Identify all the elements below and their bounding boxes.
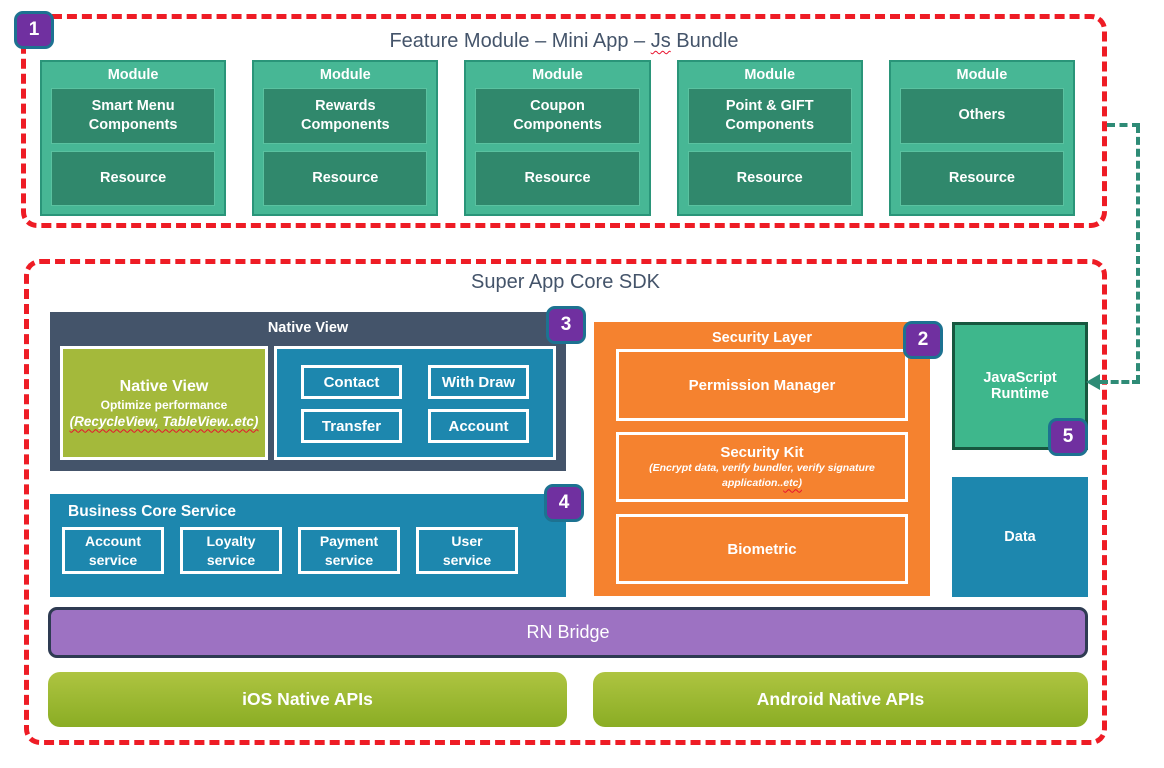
native-view-optimized-detail: (RecycleView, TableView..etc): [69, 413, 259, 429]
module-component-box: Others: [899, 88, 1065, 145]
badge-1: 1: [14, 11, 54, 49]
module-card-coupon: Module Coupon Components Resource: [464, 60, 651, 216]
module-cards-row: Module Smart Menu Components Resource Mo…: [40, 60, 1076, 216]
ios-native-apis-bar: iOS Native APIs: [48, 672, 567, 727]
module-component-box: Coupon Components: [475, 88, 640, 145]
module-header: Module: [532, 67, 583, 83]
permission-manager-box: Permission Manager: [616, 349, 908, 421]
module-card-point-gift: Module Point & GIFT Components Resource: [676, 60, 863, 216]
module-header: Module: [107, 67, 159, 83]
badge-5: 5: [1048, 418, 1088, 456]
feature-module-dashed-frame: [21, 14, 1107, 228]
service-box-loyalty: Loyalty service: [180, 527, 282, 574]
badge-4: 4: [544, 484, 584, 522]
module-component-box: Smart Menu Components: [51, 88, 216, 145]
action-box-contact: Contact: [301, 365, 402, 399]
module-resource-box: Resource: [687, 151, 852, 206]
service-box-payment: Payment service: [298, 527, 400, 574]
security-kit-subtitle-pre: (Encrypt data, verify bundler, verify si…: [649, 461, 875, 489]
connector-vertical-segment: [1136, 125, 1140, 383]
native-view-optimized-subtitle: Optimize performance: [100, 397, 228, 412]
module-header: Module: [956, 67, 1008, 83]
action-box-withdraw: With Draw: [428, 365, 529, 399]
native-view-optimized-title: Native View: [119, 377, 209, 395]
biometric-box: Biometric: [616, 514, 908, 584]
module-resource-box: Resource: [263, 151, 428, 206]
native-view-header: Native View: [267, 320, 349, 336]
native-view-panel: Native View Native View Optimize perform…: [50, 312, 566, 471]
action-box-transfer: Transfer: [301, 409, 402, 443]
connector-top-segment: [1107, 123, 1140, 127]
security-kit-box: Security Kit (Encrypt data, verify bundl…: [616, 432, 908, 502]
module-component-box: Rewards Components: [263, 88, 428, 145]
core-sdk-dashed-frame: [24, 259, 1107, 745]
connector-arrowhead-icon: [1086, 374, 1100, 390]
security-kit-subtitle: (Encrypt data, verify bundler, verify si…: [630, 461, 894, 490]
rn-bridge-bar: RN Bridge: [48, 607, 1088, 658]
module-card-smart-menu: Module Smart Menu Components Resource: [40, 60, 227, 216]
feature-title-post: Bundle: [670, 30, 739, 52]
native-view-optimized-box: Native View Optimize performance (Recycl…: [60, 346, 268, 460]
service-box-account: Account service: [62, 527, 164, 574]
native-actions-box: Contact With Draw Transfer Account: [274, 346, 556, 460]
feature-module-title: Feature Module – Mini App – Js Bundle: [21, 30, 1107, 53]
module-resource-box: Resource: [475, 151, 640, 206]
feature-title-js: Js: [650, 30, 671, 52]
security-layer-panel: Security Layer Permission Manager Securi…: [594, 322, 930, 596]
business-core-service-panel: Business Core Service Account service Lo…: [50, 494, 566, 597]
module-header: Module: [319, 67, 371, 83]
connector-bottom-segment: [1100, 380, 1140, 384]
module-resource-box: Resource: [51, 151, 216, 206]
badge-2: 2: [903, 321, 943, 359]
action-box-account: Account: [428, 409, 529, 443]
data-box: Data: [952, 477, 1088, 597]
module-card-rewards: Module Rewards Components Resource: [252, 60, 439, 216]
service-boxes-row: Account service Loyalty service Payment …: [62, 527, 518, 574]
module-card-others: Module Others Resource: [888, 60, 1076, 216]
feature-title-pre: Feature Module – Mini App –: [389, 30, 651, 52]
service-box-user: User service: [416, 527, 518, 574]
security-kit-title: Security Kit: [720, 443, 804, 461]
business-core-service-title: Business Core Service: [68, 503, 237, 520]
module-resource-box: Resource: [899, 151, 1065, 206]
android-native-apis-bar: Android Native APIs: [593, 672, 1088, 727]
badge-3: 3: [546, 306, 586, 344]
core-sdk-title: Super App Core SDK: [471, 271, 660, 293]
module-header: Module: [744, 67, 796, 83]
security-layer-title: Security Layer: [712, 330, 812, 346]
security-kit-subtitle-etc: etc): [783, 476, 802, 489]
module-component-box: Point & GIFT Components: [687, 88, 852, 145]
